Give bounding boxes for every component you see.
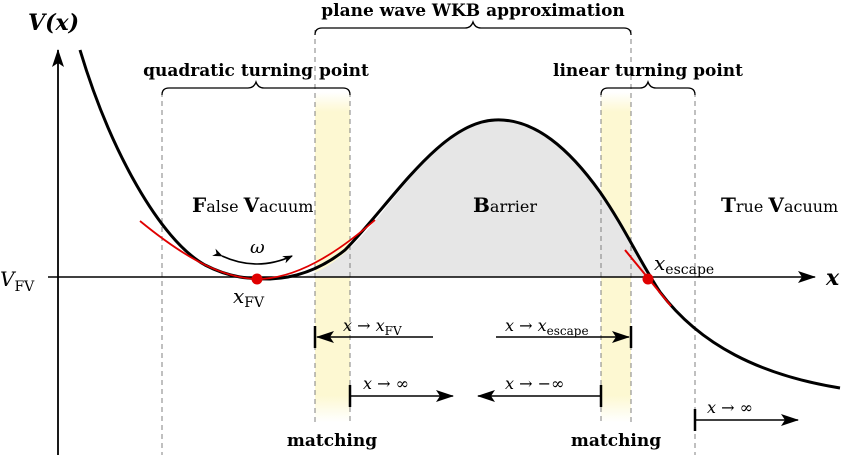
matching-label-right: matching xyxy=(571,431,661,451)
wkb-brace xyxy=(314,19,632,36)
dashed-guides xyxy=(161,30,696,455)
limit-arrows xyxy=(313,326,799,431)
to-minus-inf-label: x → −∞ xyxy=(505,374,564,393)
omega-label: ω xyxy=(250,237,265,258)
x-axis-label: x xyxy=(825,265,840,291)
linear-brace xyxy=(600,79,696,96)
true-vacuum-label: True Vacuum xyxy=(721,193,838,217)
omega-arrow xyxy=(212,248,293,265)
braces xyxy=(161,19,696,96)
to-inf-label-left: x → ∞ xyxy=(363,374,409,393)
false-vacuum-label: False Vacuum xyxy=(192,193,313,217)
wkb-label: plane wave WKB approximation xyxy=(321,1,625,21)
barrier-label: Barrier xyxy=(473,193,537,217)
quadratic-brace xyxy=(161,79,351,96)
barrier-region xyxy=(300,119,648,277)
x-fv-point xyxy=(251,273,263,285)
x-fv-label: xFV xyxy=(233,284,265,311)
to-inf-label-right: x → ∞ xyxy=(707,398,753,417)
linear-label: linear turning point xyxy=(553,61,743,81)
v-fv-label: VFV xyxy=(0,267,35,295)
x-escape-point xyxy=(642,273,654,285)
matching-label-left: matching xyxy=(287,431,377,451)
to-xfv-label: x → xFV xyxy=(343,316,402,338)
to-xescape-label: x → xescape xyxy=(505,316,589,338)
quadratic-label: quadratic turning point xyxy=(143,61,369,81)
y-axis-label: V(x) xyxy=(28,10,79,36)
x-escape-label: xescape xyxy=(654,251,714,278)
